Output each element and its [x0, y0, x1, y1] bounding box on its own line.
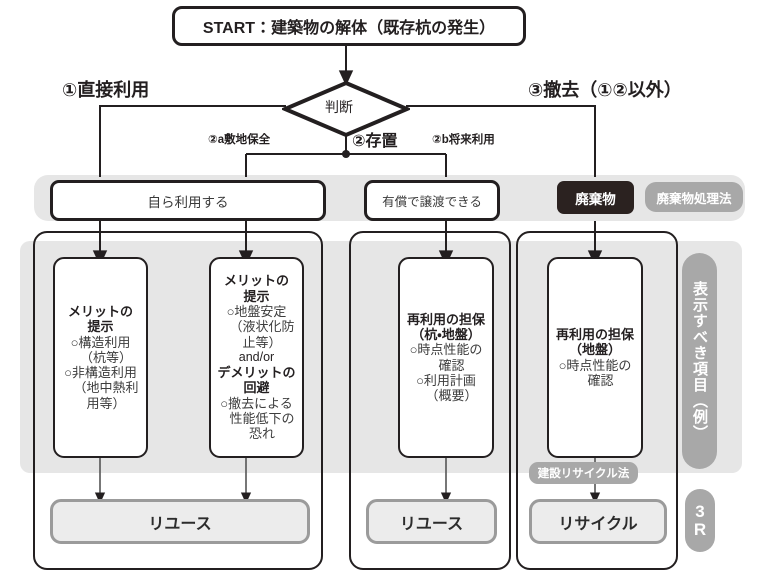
panel-item: ○時点性能の — [558, 357, 632, 373]
start-box: START：建築物の解体（既存杭の発生） — [172, 6, 526, 46]
side-chip-display-items: 表示すべき項目（例） — [682, 253, 717, 469]
panel-title2-line: デメリットの — [217, 364, 296, 380]
column-frame-removal — [516, 231, 678, 570]
result-pill-reuse-left: リユース — [50, 499, 310, 544]
panel-merit-structural: メリットの 提示 ○構造利用 （杭等） ○非構造利用 （地中熱利 用等） — [53, 257, 148, 458]
panel-item: 止等） — [242, 334, 282, 350]
panel-item: ○利用計画 — [416, 372, 476, 388]
panel-item: 確認 — [438, 357, 465, 373]
status-chip-waste: 廃棄物 — [557, 181, 634, 214]
panel-item: 用等） — [86, 395, 126, 411]
column-frame-direct-use — [33, 231, 323, 570]
panel-title-line: 再利用の担保 — [555, 326, 634, 342]
badge-digit: 3 — [695, 501, 705, 521]
branch-label-center-b: ②b将来利用 — [432, 134, 495, 146]
badge-letter: R — [693, 519, 707, 539]
panel-title-line: メリットの — [67, 303, 133, 319]
law-chip-construction-recycling-act: 建設リサイクル法 — [529, 462, 638, 484]
result-pill-reuse-center: リユース — [366, 499, 497, 544]
panel-title-line: （地盤） — [568, 342, 621, 358]
law-chip-waste-disposal-act: 廃棄物処理法 — [645, 182, 743, 212]
branch-label-left: ①直接利用 — [62, 80, 150, 100]
panel-item: 恐れ — [248, 426, 275, 442]
panel-item: 確認 — [587, 372, 614, 388]
panel-title-line: 提示 — [87, 319, 114, 335]
panel-item: ○時点性能の — [409, 342, 483, 358]
panel-item: ○撤去による — [220, 395, 293, 411]
panel-item: （地中熱利 — [73, 380, 139, 396]
branch-label-right: ③撤去（①②以外） — [528, 80, 682, 100]
side-badge-3r: 3 R — [685, 489, 715, 552]
junction-dot — [342, 150, 350, 158]
panel-title-line: 再利用の担保 — [406, 311, 485, 327]
panel-merit-ground-stability: メリットの 提示 ○地盤安定 （液状化防 止等） and/or デメリットの 回… — [209, 257, 304, 458]
panel-item: （概要） — [425, 388, 478, 404]
branch-label-center-a: ②a敷地保全 — [208, 134, 271, 146]
panel-item: ○地盤安定 — [226, 304, 287, 320]
panel-item: 性能低下の — [229, 410, 295, 426]
panel-connector-note: and/or — [238, 350, 275, 365]
panel-item: ○構造利用 — [70, 334, 131, 350]
panel-item: （杭等） — [79, 349, 132, 365]
status-box-transferable: 有償で譲渡できる — [364, 180, 500, 221]
panel-title-line: （杭・地盤） — [411, 326, 481, 342]
panel-title-line: 提示 — [243, 288, 270, 304]
decision-label: 判断 — [325, 99, 353, 115]
panel-title-line: メリットの — [223, 273, 289, 289]
panel-reuse-assurance-ground: 再利用の担保 （地盤） ○時点性能の 確認 — [547, 257, 643, 458]
panel-title2-line: 回避 — [243, 380, 270, 396]
result-pill-recycle: リサイクル — [529, 499, 667, 544]
branch-label-center: ②存置 — [352, 133, 398, 150]
decision-diamond — [282, 80, 410, 138]
panel-item: ○非構造利用 — [64, 365, 137, 381]
status-box-self-use: 自ら利用する — [50, 180, 326, 221]
panel-reuse-assurance-pile-ground: 再利用の担保 （杭・地盤） ○時点性能の 確認 ○利用計画 （概要） — [398, 257, 494, 458]
panel-item: （液状化防 — [229, 319, 295, 335]
column-frame-storage — [349, 231, 511, 570]
